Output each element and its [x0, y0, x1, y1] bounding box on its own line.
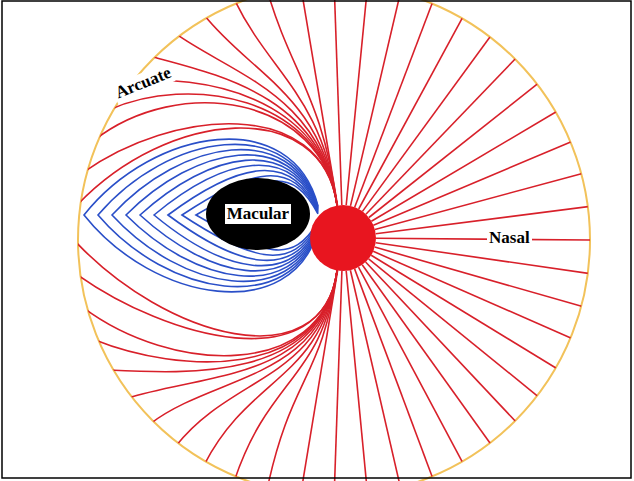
arcuate-fiber: [84, 139, 318, 292]
nerve-fiber: [362, 265, 492, 447]
arcuate-fiber: [182, 176, 318, 255]
nerve-fiber: [300, 0, 337, 206]
nerve-fiber: [359, 267, 465, 465]
nerve-fiber: [363, 34, 493, 212]
arcuate-fiber: [168, 171, 318, 261]
macula: [206, 178, 310, 250]
arcuate-fiber: [98, 144, 318, 286]
nerve-fiber: [376, 238, 594, 240]
nerve-fiber: [366, 262, 518, 424]
arcuate-fiber: [154, 165, 318, 265]
nerve-fiber: [359, 15, 464, 209]
nerve-fiber: [373, 251, 574, 339]
nerve-fiber: [346, 271, 368, 481]
nerve-fiber: [369, 82, 540, 218]
nerve-fiber: [334, 0, 342, 205]
arcuate-fiber: [140, 160, 318, 271]
nerve-fiber: [376, 206, 592, 234]
optic-disc: [310, 205, 376, 271]
nerve-fiber: [204, 15, 337, 206]
arcuate-fibers: [84, 139, 318, 292]
nerve-fiber: [355, 269, 434, 480]
nerve-fibers: [74, 0, 594, 481]
nerve-fiber: [366, 56, 518, 214]
arcuate-fiber: [112, 150, 318, 282]
nerve-fiber: [350, 270, 401, 481]
macular-label: Macular: [225, 204, 291, 224]
nerve-fiber: [376, 243, 592, 274]
nasal-label: Nasal: [487, 228, 532, 248]
nerve-fiber: [334, 271, 342, 481]
nerve-fiber: [371, 255, 559, 370]
nerve-fiber: [176, 271, 337, 447]
fundus-outline: [78, 0, 590, 481]
nerve-fiber: [150, 271, 337, 424]
arcuate-fiber: [126, 155, 318, 276]
